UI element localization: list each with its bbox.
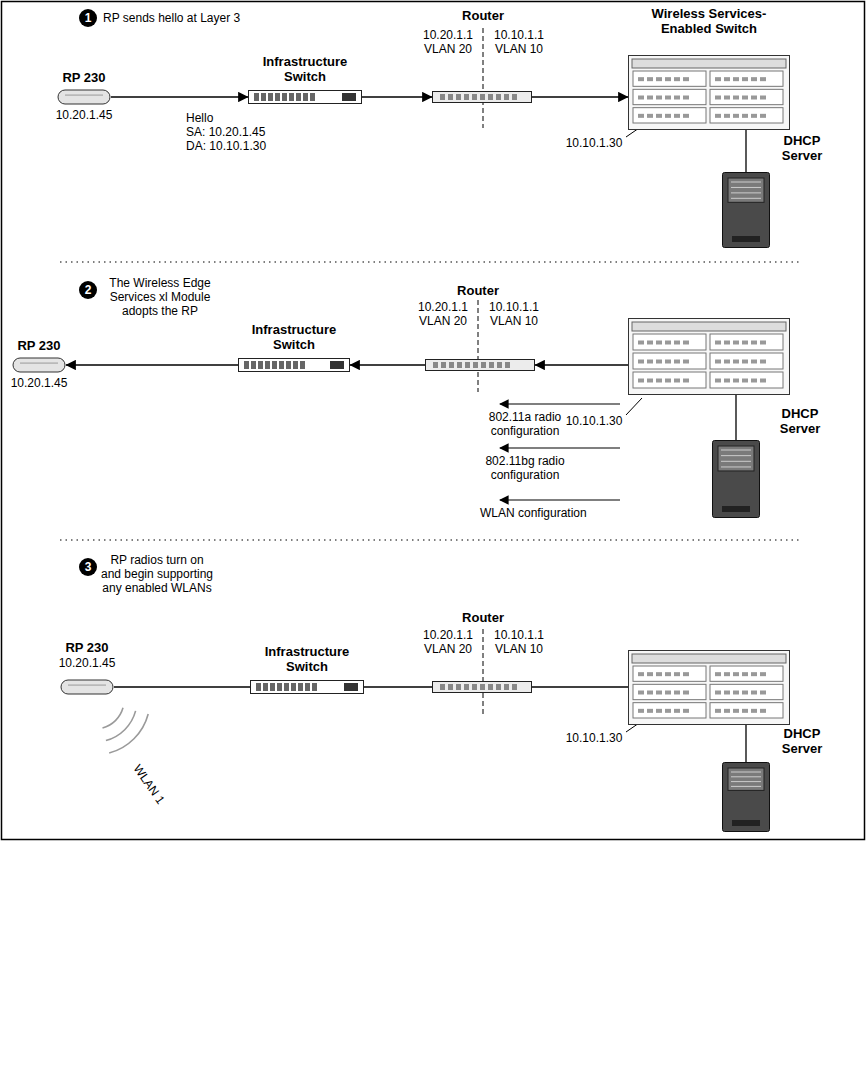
address-label: 10.10.1.30 [564,731,624,745]
device-name: Infrastructure Switch [257,644,357,674]
leader-line [626,398,642,415]
network-link [114,686,250,687]
access-point-icon [57,89,111,105]
dhcp-server: DHCP Server [722,762,770,832]
dhcp-server-icon [722,172,770,248]
device-name: RP 230 [47,640,127,655]
router-icon [425,359,535,371]
network-link [350,364,425,365]
router: Router10.20.1.1 VLAN 2010.10.1.1 VLAN 10 [432,91,532,103]
device-name: Wireless Services-Enabled Switch [645,6,773,36]
wireless-switch-icon [628,55,790,130]
address-label: 10.20.1.1 VLAN 20 [417,628,479,656]
network-link [745,725,746,762]
config-arrow [500,447,620,448]
device-name: Router [453,610,513,625]
wlan-label: WLAN 1 [131,762,168,807]
access-point: RP 23010.20.1.45 [57,89,111,105]
note-text: Hello [186,111,213,125]
note-text: 802.11a radio configuration [480,410,570,438]
address-label: 10.10.1.1 VLAN 10 [483,300,545,328]
network-link [532,96,628,97]
device-name: Infrastructure Switch [244,322,344,352]
dhcp-server-icon [712,440,760,518]
router: Router10.20.1.1 VLAN 2010.10.1.1 VLAN 10 [432,681,532,693]
panel-separator [60,539,800,540]
router: Router10.20.1.1 VLAN 2010.10.1.1 VLAN 10 [425,359,535,371]
config-arrow [500,403,620,404]
wireless-switch: Wireless Services-Enabled Switch10.10.1.… [628,55,790,130]
network-link [535,364,628,365]
access-point-icon [60,679,114,695]
device-name: Router [453,8,513,23]
note-text: DA: 10.10.1.30 [186,139,266,153]
device-name: DHCP Server [772,406,828,436]
address-label: 10.20.1.45 [4,376,74,390]
infrastructure-switch-icon [238,358,350,372]
infrastructure-switch: Infrastructure Switch [248,90,362,104]
wireless-switch: 10.10.1.30 [628,650,790,725]
wireless-switch: 10.10.1.30 [628,318,790,395]
wireless-switch-icon [628,650,790,725]
network-link [745,130,746,172]
config-arrow [500,499,620,500]
radio-waves [103,708,149,753]
network-link [111,96,248,97]
address-label: 10.20.1.1 VLAN 20 [417,28,479,56]
address-label: 10.10.1.30 [564,136,624,150]
address-label: 10.20.1.45 [44,108,124,122]
device-name: DHCP Server [774,726,830,756]
address-label: 10.10.1.1 VLAN 10 [488,628,550,656]
infrastructure-switch: Infrastructure Switch [238,358,350,372]
device-name: Infrastructure Switch [255,54,355,84]
dhcp-server: DHCP Server [722,172,770,248]
note-text: SA: 10.20.1.45 [186,125,265,139]
router-icon [432,91,532,103]
outer-frame [2,2,865,840]
address-label: 10.20.1.1 VLAN 20 [412,300,474,328]
dhcp-server: DHCP Server [712,440,760,518]
dhcp-server-icon [722,762,770,832]
vlan-divider [478,300,479,392]
note-text: RP sends hello at Layer 3 [103,11,240,25]
network-link [735,395,736,440]
infrastructure-switch: Infrastructure Switch [250,680,364,694]
note-text: 802.11bg radio configuration [477,454,573,482]
address-label: 10.20.1.45 [47,656,127,670]
callout-number: 1 [79,9,97,27]
infrastructure-switch-icon [250,680,364,694]
device-name: RP 230 [44,70,124,85]
vlan-divider [483,629,484,716]
network-link [364,686,432,687]
address-label: 10.10.1.30 [564,414,624,428]
wireless-switch-icon [628,318,790,395]
access-point-icon [12,357,66,373]
device-name: RP 230 [4,338,74,353]
infrastructure-switch-icon [248,90,362,104]
device-name: Router [448,283,508,298]
note-text: The Wireless Edge Services xl Module ado… [100,276,220,318]
access-point: RP 23010.20.1.45 [12,357,66,373]
access-point: RP 23010.20.1.45 [60,679,114,695]
network-link [66,364,238,365]
device-name: DHCP Server [774,133,830,163]
callout-number: 3 [79,558,97,576]
address-label: 10.10.1.1 VLAN 10 [488,28,550,56]
callout-number: 2 [79,281,97,299]
note-text: WLAN configuration [480,506,587,520]
note-text: RP radios turn on and begin supporting a… [100,553,214,595]
router-icon [432,681,532,693]
panel-separator [60,261,800,262]
network-link [362,96,432,97]
vlan-divider [483,28,484,128]
network-link [532,686,628,687]
